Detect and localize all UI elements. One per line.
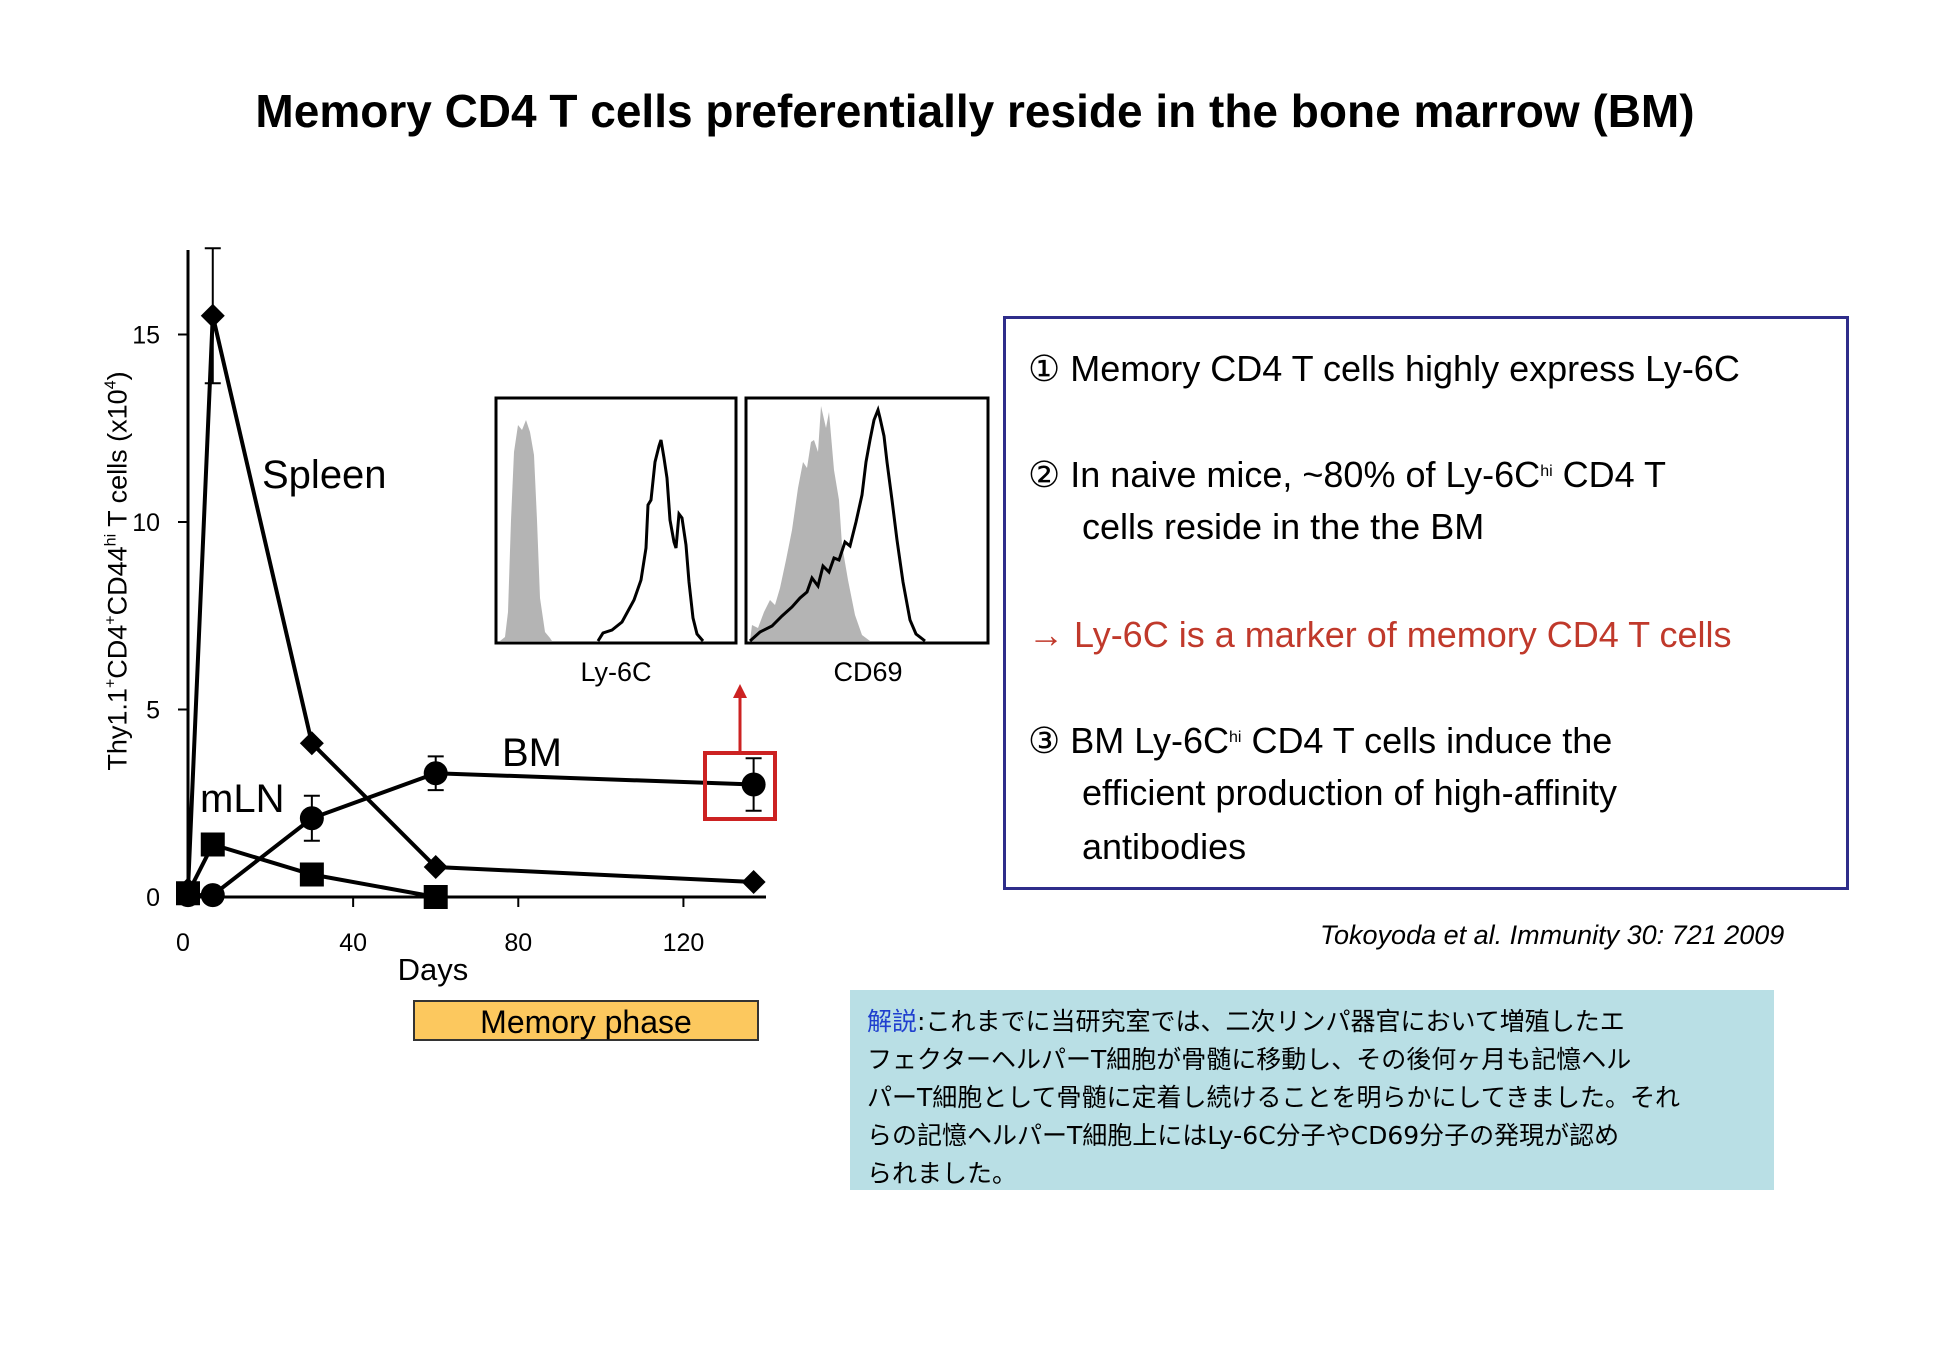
x-tick-label: 80 <box>504 929 532 957</box>
y-tick-label: 10 <box>132 509 160 537</box>
data-point-bm <box>741 772 766 797</box>
data-markers <box>176 303 766 909</box>
jp-line-4: らの記憶ヘルパーT細胞上にはLy-6C分子やCD69分子の発現が認め <box>867 1121 1620 1150</box>
data-point-bm <box>423 761 448 786</box>
inset-cd69: CD69 <box>744 396 990 687</box>
info-box: ① Memory CD4 T cells highly express Ly-6… <box>1003 316 1849 890</box>
y-label-sup: + <box>102 615 120 625</box>
axis-ticks: 0 5 10 15 0 40 80 120 <box>132 322 704 958</box>
x-axis-label: Days <box>398 952 469 987</box>
inset-cd69-line-histogram <box>748 405 926 643</box>
inset-ly6c-label: Ly-6C <box>580 657 651 687</box>
jp-text: :これまでに当研究室では、二次リンパ器官において増殖したエ <box>917 1007 1625 1036</box>
page-title: Memory CD4 T cells preferentially reside… <box>255 85 1695 137</box>
y-label-sup: 4 <box>102 380 120 390</box>
x-tick-label: 0 <box>176 929 190 957</box>
chart-axes <box>186 250 766 899</box>
data-point-spleen <box>741 870 766 894</box>
series-label-mln: mLN <box>200 777 284 821</box>
series-label-spleen: Spleen <box>262 453 387 497</box>
jp-line-2: フェクターヘルパーT細胞が骨髄に移動し、その後何ヶ月も記憶ヘル <box>867 1045 1632 1074</box>
data-point-mln <box>299 862 324 887</box>
inset-ly6c-line-histogram <box>596 439 705 642</box>
info-sup: hi <box>1540 463 1553 480</box>
inset-ly6c: Ly-6C <box>494 396 738 687</box>
jp-label: 解説 <box>867 1007 918 1036</box>
info-text: CD4 T cells induce the <box>1241 720 1613 761</box>
jp-line-5: られました。 <box>867 1159 1018 1188</box>
y-tick-label: 5 <box>146 697 160 725</box>
data-point-bm <box>176 883 200 908</box>
info-point-1: ① Memory CD4 T cells highly express Ly-6… <box>1028 348 1740 389</box>
y-label-sup: hi <box>102 533 120 547</box>
info-text: ② In naive mice, ~80% of Ly-6C <box>1028 454 1541 495</box>
data-point-spleen <box>423 855 448 879</box>
x-tick-label: 40 <box>339 929 367 957</box>
japanese-explanation-box: 解説:これまでに当研究室では、二次リンパ器官において増殖したエ フェクターヘルパ… <box>850 990 1774 1190</box>
info-text: CD4 T <box>1552 454 1667 495</box>
data-point-bm <box>299 806 324 831</box>
memory-phase-bar: Memory phase <box>413 1000 759 1041</box>
y-label-part: CD4 <box>102 624 133 679</box>
series-line-mln <box>186 842 437 899</box>
inset-cd69-gray-histogram <box>750 406 870 641</box>
info-point-3-line-3: antibodies <box>1082 826 1247 867</box>
info-point-2-line-2: cells reside in the the BM <box>1082 506 1485 547</box>
data-point-spleen <box>299 731 324 756</box>
y-label-part: T cells (x10 <box>102 389 133 534</box>
data-point-bm <box>200 883 225 908</box>
info-text: ③ BM Ly-6C <box>1028 720 1229 761</box>
highlight-arrow-head <box>733 684 747 698</box>
x-tick-label: 120 <box>663 929 705 957</box>
citation: Tokoyoda et al. Immunity 30: 721 2009 <box>1320 920 1785 950</box>
y-label-part: CD44 <box>102 546 133 616</box>
info-point-3-line-1: ③ BM Ly-6Chi CD4 T cells induce the <box>1028 719 1612 763</box>
y-label-sup: + <box>102 678 120 689</box>
y-tick-label: 15 <box>132 322 160 350</box>
info-point-3-line-2: efficient production of high-affinity <box>1082 772 1618 813</box>
info-point-2-line-1: ② In naive mice, ~80% of Ly-6Chi CD4 T <box>1028 453 1666 497</box>
series-label-bm: BM <box>502 731 562 775</box>
jp-line-3: パーT細胞として骨髄に定着し続けることを明らかにしてきました。それ <box>867 1083 1681 1112</box>
jp-line-1: 解説:これまでに当研究室では、二次リンパ器官において増殖したエ <box>867 1003 1774 1041</box>
data-point-spleen <box>200 303 225 328</box>
info-conclusion: → Ly-6C is a marker of memory CD4 T cell… <box>1028 614 1732 655</box>
data-point-mln <box>423 885 448 909</box>
info-sup: hi <box>1228 729 1242 746</box>
y-label-part: Thy1.1 <box>102 688 133 771</box>
y-tick-label: 0 <box>146 884 160 912</box>
data-point-mln <box>200 832 225 857</box>
y-label-part: ) <box>102 371 133 381</box>
inset-cd69-label: CD69 <box>833 657 902 687</box>
highlight-box <box>703 751 777 821</box>
inset-ly6c-gray-histogram <box>500 420 552 641</box>
